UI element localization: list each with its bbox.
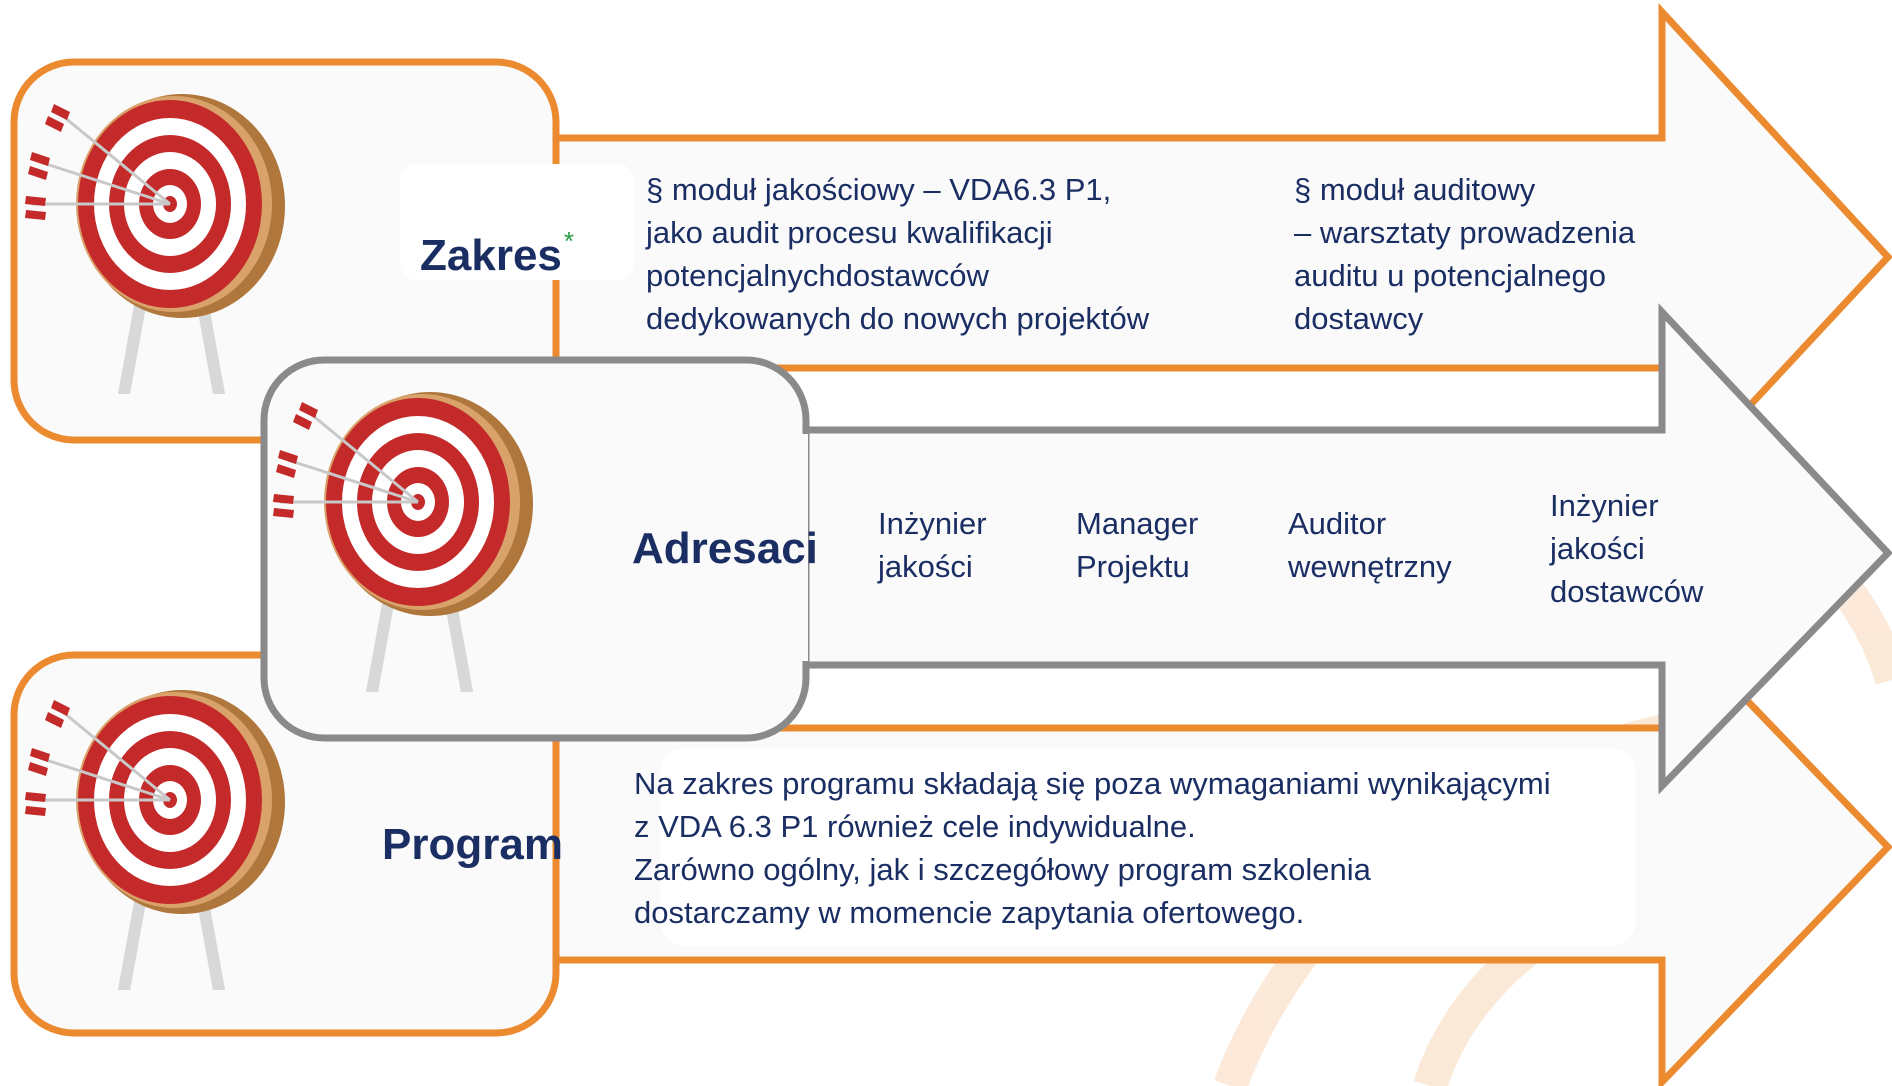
text-line: jako audit procesu kwalifikacji [646, 215, 1053, 250]
asterisk-mark: * [563, 226, 575, 256]
text-line: jakości [1550, 531, 1645, 566]
adresaci-item-1: Inżynier jakości [878, 502, 987, 588]
text-line: Auditor [1288, 506, 1387, 541]
zakres-column-2: § moduł auditowy – warsztaty prowadzenia… [1294, 168, 1635, 340]
text-line: § moduł jakościowy – VDA6.3 P1, [646, 172, 1112, 207]
text-line: Inżynier [1550, 488, 1659, 523]
text-line: dostawców [1550, 574, 1704, 609]
text-line: Inżynier [878, 506, 987, 541]
zakres-column-1: § moduł jakościowy – VDA6.3 P1, jako aud… [646, 168, 1149, 340]
text-line: Zarówno ogólny, jak i szczegółowy progra… [634, 852, 1371, 887]
zakres-label-bg [400, 164, 634, 280]
row-label-adresaci: Adresaci [632, 524, 818, 573]
row-label-zakres: Zakres* [420, 226, 575, 280]
adresaci-item-2: Manager Projektu [1076, 502, 1198, 588]
text-line: Manager [1076, 506, 1199, 541]
text-line: dedykowanych do nowych projektów [646, 301, 1150, 336]
text-line: dostarczamy w momencie zapytania ofertow… [634, 895, 1305, 930]
program-text-bg [660, 748, 1636, 946]
text-line: Na zakres programu składają się poza wym… [634, 766, 1551, 801]
text-line: – warsztaty prowadzenia [1294, 215, 1636, 250]
text-line: dostawcy [1294, 301, 1424, 336]
text-line: auditu u potencjalnego [1294, 258, 1606, 293]
text-line: z VDA 6.3 P1 również cele indywidualne. [634, 809, 1196, 844]
text-line: § moduł auditowy [1294, 172, 1536, 207]
text-line: jakości [878, 549, 973, 584]
program-description: Na zakres programu składają się poza wym… [634, 762, 1551, 934]
text-line: Projektu [1076, 549, 1190, 584]
text-line: potencjalnychdostawców [646, 258, 989, 293]
text-line: wewnętrzny [1288, 549, 1452, 584]
row-label-program: Program [382, 820, 563, 869]
adresaci-item-4: Inżynier jakości dostawców [1550, 484, 1703, 613]
adresaci-item-3: Auditor wewnętrzny [1288, 502, 1452, 588]
